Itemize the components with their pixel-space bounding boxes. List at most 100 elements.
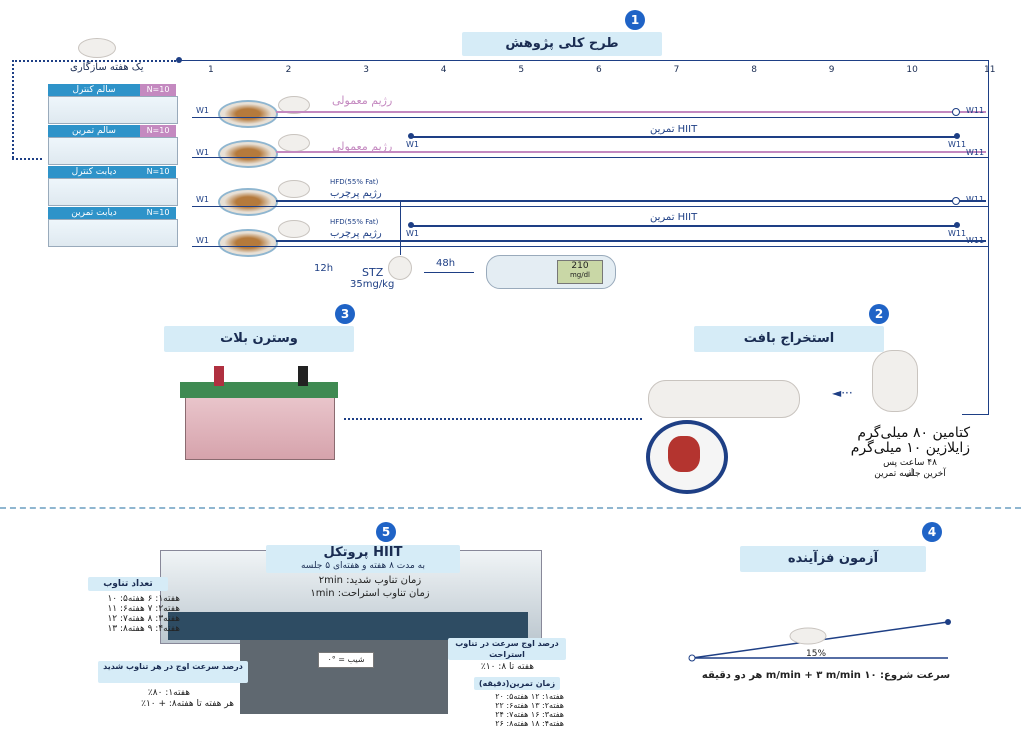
cage-3-label: دیابت کنترل [71,167,117,177]
row4-hiit-end [954,222,960,228]
incline-formula: سرعت شروع: ۱۰ m/min + ۳ m/min هر دو دقیق… [701,670,951,681]
cage-3 [48,178,178,206]
timeline-tick-7: 7 [673,65,680,75]
glucometer-unit: mg/dl [569,271,590,279]
incline-diagram [688,619,951,662]
row3-dish [218,188,278,216]
cage-3-head: دیابت کنترل N=10 [48,166,176,178]
hiit-title: پروتکل HIIT [323,545,403,560]
row3-w11: W11 [966,195,985,204]
row4-hiit-line [412,225,956,227]
timeline-tick-2: 2 [285,65,292,75]
tissue-dotted-arrow: ◄··· [832,386,853,400]
timeline-right-line [988,60,989,415]
timeline-tick-11: 11 [984,65,996,75]
peak-high-1: هفته۱: ۸۰٪ [147,688,190,698]
row2-dish [218,140,278,168]
anesthesia-note2: آخرین جلسه تمرین [874,469,946,479]
row4-diet: رژیم پرچرب [330,228,382,239]
cage-1-head: سالم کنترل N=10 [48,84,176,96]
cage-1-label: سالم کنترل [72,85,116,95]
row1-w1: W1 [196,106,209,115]
peak-high-2: هر هفته تا هفته۸: + ۱۰٪ [141,699,234,709]
heart-icon [668,436,700,472]
stz-mouse [388,256,412,280]
row3-line-b [192,206,988,207]
timeline-tick-6: 6 [596,65,602,75]
hiit-rest-time: زمان تناوب استراحت: ۱min [310,588,430,599]
tissue-title: استخراج بافت [694,326,884,352]
electrode-black [298,366,308,386]
timeline-axis [178,60,988,61]
row4-hfd: HFD(55% Fat) [330,218,379,226]
cage-4-head: دیابت تمرین N=10 [48,207,176,219]
adapt-mouse [78,38,116,58]
row4-line [276,240,986,242]
hiit-high-time: زمان تناوب شدید: ۲min [318,575,422,586]
row4-mouse [278,220,310,238]
row4-dish [218,229,278,257]
row1-mouse [278,96,310,114]
cage-2-label: سالم تمرین [72,126,116,136]
western-blot-lid [180,382,338,398]
row3-line [276,200,986,202]
section-2-badge: 2 [869,304,889,324]
row2-w1: W1 [196,148,209,157]
row2-w11: W11 [966,148,985,157]
tissue-to-western-arrow [344,418,642,420]
timeline-tick-1: 1 [208,65,214,75]
row1-line-b [192,117,988,118]
peak-high-title: درصد سرعت اوج در هر تناوب شدید [98,661,248,683]
peak-rest-title: درصد اوج سرعت در تناوب استراحت [448,638,566,660]
row3-mouse [278,180,310,198]
timeline-return-line [962,414,988,415]
incline-start [688,654,696,662]
row2-hiit-line [412,136,956,138]
cage-1 [48,96,178,124]
timeline-tick-10: 10 [906,65,918,75]
test-title: آزمون فزآینده [740,546,926,572]
stz-name: STZ [362,266,384,279]
hiit-subtitle: به مدت ۸ هفته و هفته‌ای ۵ جلسه [300,561,426,571]
row2-hiit: تمرین HIIT [650,124,698,135]
adapt-dotted-bottom [12,158,42,160]
cage-2-head: سالم تمرین N=10 [48,125,176,137]
hiit-title-box: پروتکل HIIT به مدت ۸ هفته و هفته‌ای ۵ جل… [266,545,460,573]
western-blot-tank [185,396,335,460]
timeline-tick-4: 4 [440,65,447,75]
cage-4-label: دیابت تمرین [71,208,117,218]
count-row-3: هفته۳: ۸ هفته۷: ۱۲ [107,614,180,624]
row4-hiit-start [408,222,414,228]
row3-hfd: HFD(55% Fat) [330,178,379,186]
duration-row-1: هفته۱: ۱۲ هفته۵: ۲۰ [495,692,564,701]
duration-title: زمان تمرین(دقیقه) [474,677,560,690]
incline-end [945,619,951,625]
row2-diet: رژیم معمولی [332,140,393,153]
row3-diet: رژیم پرچرب [330,188,382,199]
timeline-tick-9: 9 [828,65,835,75]
count-row-2: هفته۲: ۷ هفته۶: ۱۱ [107,604,180,614]
tissue-rat-dissect [648,380,800,418]
cage-1-n: N=10 [140,84,176,96]
row4-hiit: تمرین HIIT [650,212,698,223]
western-title: وسترن بلات [164,326,354,352]
stz-vertical [400,200,401,255]
stz-arrow [424,272,474,273]
glucometer-value: 210 [571,261,589,271]
count-row-4: هفته۴: ۹ هفته۸: ۱۳ [107,624,180,634]
adapt-label: یک هفته سازگاری [70,62,144,73]
row2-line [276,151,986,153]
row2-hiit-start [408,133,414,139]
section-1-badge: 1 [625,10,645,30]
cage-4-n: N=10 [140,207,176,219]
stz-12h: 12h [314,263,334,274]
timeline-tick-3: 3 [363,65,369,75]
cage-3-n: N=10 [140,166,176,178]
cage-2-n: N=10 [140,125,176,137]
row4-w11: W11 [966,236,985,245]
treadmill-belt [168,612,528,640]
row1-end [952,108,960,116]
row4-hiit-w1: W1 [406,229,419,238]
section-divider [0,507,1021,509]
cage-2 [48,137,178,165]
